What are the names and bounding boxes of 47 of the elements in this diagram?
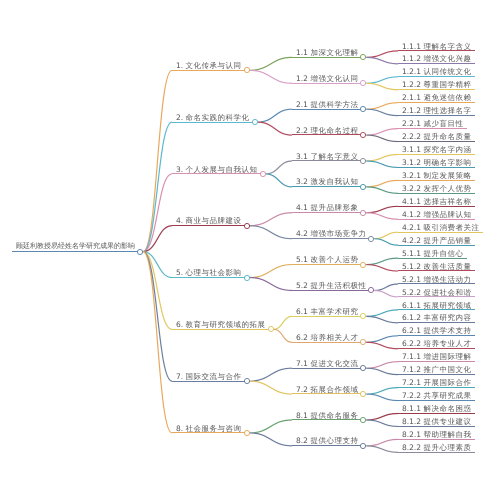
branch-line: [142, 251, 172, 278]
branch-line: [142, 173, 172, 252]
branch-line: [366, 368, 398, 376]
branch-line: [366, 160, 398, 168]
branch-line: [366, 82, 398, 90]
branch-line: [366, 335, 398, 343]
branch-line: [142, 251, 172, 330]
branch-line: [374, 283, 398, 292]
branch-line: [366, 412, 398, 421]
branch-line: [142, 225, 172, 252]
branch-line: [366, 154, 398, 162]
branch-line: [366, 419, 398, 428]
branch-line: [250, 380, 292, 395]
branch-line: [374, 290, 398, 298]
branch-line: [374, 232, 398, 240]
branch-line: [366, 76, 398, 84]
branch-line: [374, 238, 398, 246]
branch-line: [366, 393, 398, 402]
branch-line: [250, 419, 292, 434]
branch-line: [266, 160, 292, 175]
branch-line: [250, 70, 292, 84]
branch-line: [258, 122, 292, 136]
branch-line: [366, 186, 398, 194]
branch-line: [366, 212, 398, 220]
branch-line: [366, 206, 398, 214]
branch-line: [366, 438, 398, 446]
branch-line: [366, 445, 398, 453]
branch-line: [250, 56, 292, 71]
branch-line: [366, 309, 398, 317]
branch-line: [366, 180, 398, 188]
branch-line: [266, 173, 292, 188]
branch-line: [250, 225, 292, 240]
branch-line: [250, 276, 292, 292]
branch-line: [142, 70, 172, 252]
branch-line: [273, 328, 292, 343]
branch-line: [250, 432, 292, 446]
branch-line: [142, 251, 172, 382]
branch-line: [366, 56, 398, 64]
branch-line: [366, 108, 398, 116]
branch-line: [273, 316, 292, 330]
branch-line: [366, 316, 398, 324]
branch-line: [366, 342, 398, 350]
branch-line: [142, 251, 172, 434]
branch-line: [366, 264, 398, 272]
branch-line: [142, 122, 172, 252]
branch-line: [366, 134, 398, 142]
branch-line: [366, 50, 398, 58]
